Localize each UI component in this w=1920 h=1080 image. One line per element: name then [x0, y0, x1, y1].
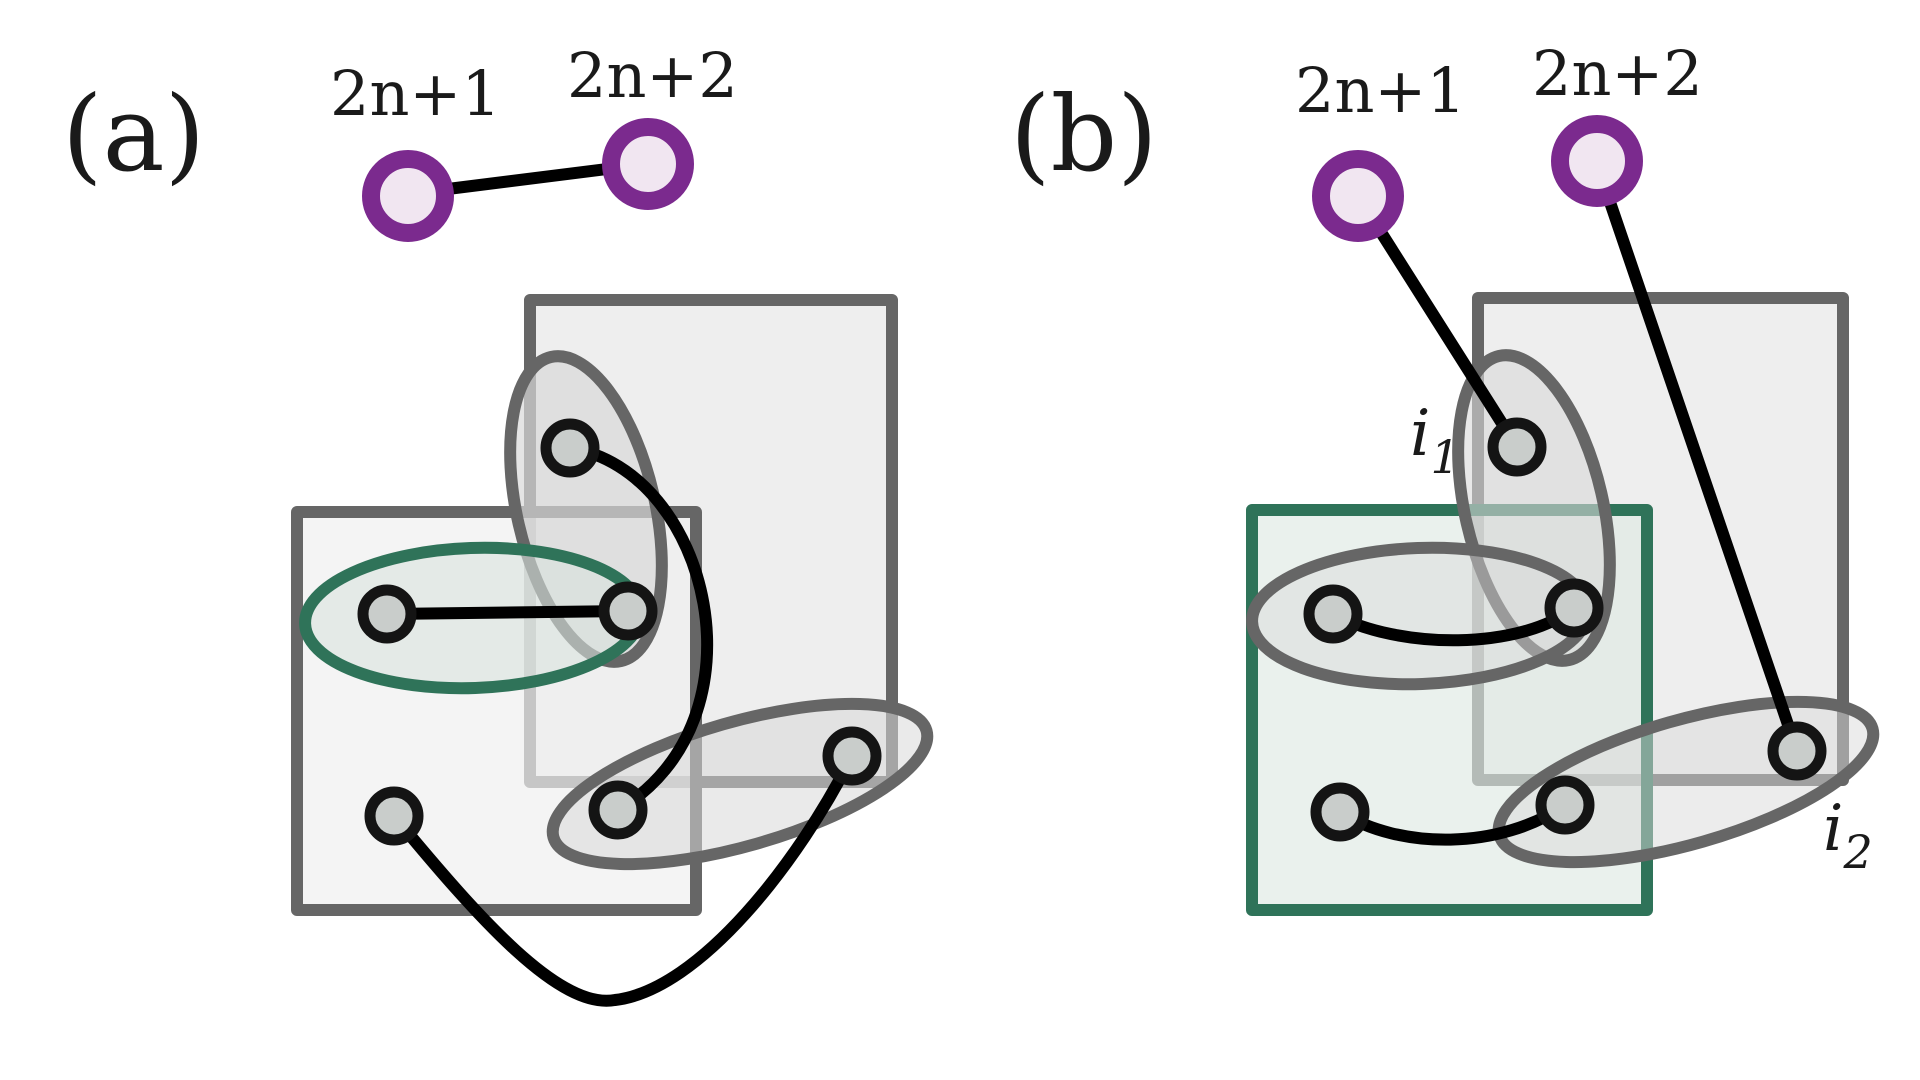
panel-b-top-label-right: 2n+2 — [1532, 37, 1703, 110]
panel-a-label: (a) — [62, 73, 205, 195]
panel-b-edge-i2 — [1591, 158, 1803, 757]
panel-b-top-node-left — [1312, 150, 1404, 242]
panel-a: (a) 2n+1 2n+2 — [62, 39, 934, 1007]
panel-a-edge-curve-bottom — [388, 750, 858, 1007]
panel-b-top-label-left: 2n+1 — [1295, 54, 1466, 127]
panel-b-top-node-right — [1551, 115, 1643, 207]
panel-a-edge-curve-right — [564, 442, 714, 816]
panel-a-top-label-right: 2n+2 — [567, 39, 738, 112]
panel-b-node — [1303, 584, 1363, 644]
panel-b-index-label-i2: i2 — [1823, 792, 1873, 879]
panel-a-node — [822, 726, 882, 786]
panel-a-node — [364, 786, 424, 846]
panel-b-label: (b) — [1010, 73, 1158, 195]
panel-a-top-node-right — [602, 118, 694, 210]
panel-b-node-i2 — [1767, 721, 1827, 781]
panel-a-node — [598, 581, 658, 641]
panel-b-index-label-i1: i1 — [1410, 397, 1460, 484]
panel-b-node-i1 — [1487, 417, 1547, 477]
panel-a-node — [357, 584, 417, 644]
panel-b-node — [1310, 782, 1370, 842]
panel-b-node — [1535, 775, 1595, 835]
panel-b-edge-i1 — [1352, 190, 1523, 453]
panel-a-edge-middle — [386, 605, 629, 620]
panel-b: (b) 2n+1 2n+2 i1 i2 — [1010, 37, 1880, 916]
panel-a-node — [588, 780, 648, 840]
panel-b-node — [1544, 578, 1604, 638]
panel-a-top-node-left — [362, 150, 454, 242]
panel-a-top-label-left: 2n+1 — [330, 57, 501, 130]
panel-a-node — [540, 418, 600, 478]
